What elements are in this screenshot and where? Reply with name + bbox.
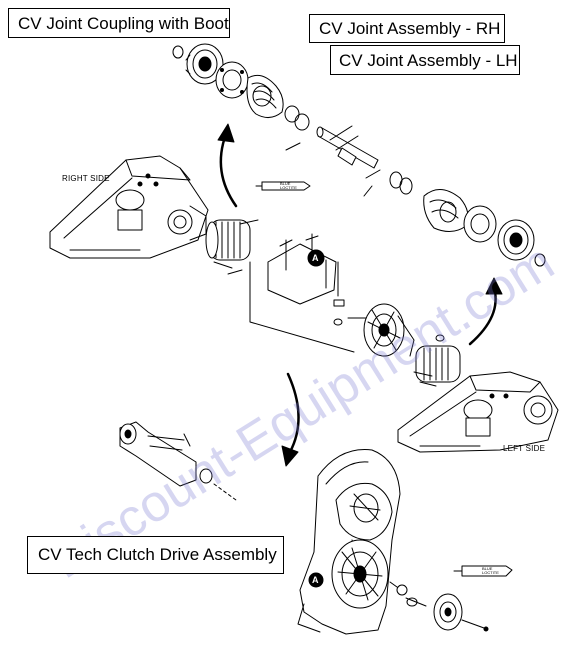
clutch-drive-assembly	[297, 449, 401, 635]
label-right-side: RIGHT SIDE	[62, 174, 110, 183]
arrow-to-upper-joint	[217, 123, 238, 208]
tube-label-upper-line2: LOCTITE	[280, 185, 297, 190]
pin-2	[363, 185, 373, 197]
tube-label-upper: BLUE LOCTITE	[280, 182, 297, 190]
cv-boot-lower	[423, 189, 469, 232]
clutch-hardware	[389, 581, 427, 607]
label-left-side: LEFT SIDE	[503, 444, 546, 453]
cv-coupling-outer	[185, 43, 224, 85]
marker-a-bracket-circle	[308, 250, 324, 266]
axle-shaft	[316, 125, 381, 179]
upper-cv-joint-group	[172, 43, 546, 267]
end-cap	[433, 593, 489, 632]
right-side-trailing-arm	[49, 155, 209, 259]
marker-a-clutch-circle	[308, 572, 324, 588]
tube-label-upper-line1: BLUE	[280, 181, 291, 186]
cv-coupling-outer-lower	[497, 219, 535, 261]
clamp-ring-4	[399, 177, 413, 195]
cv-boot	[246, 74, 284, 118]
tube-label-lower: BLUE LOCTITE	[482, 567, 499, 575]
threadlocker-tube-lower	[453, 565, 513, 577]
o-ring-small	[172, 45, 184, 59]
marker-a-clutch: A	[312, 575, 319, 585]
clamp-ring-2	[294, 113, 310, 131]
guide-line-left	[249, 261, 355, 353]
flange-plate	[215, 61, 249, 99]
retaining-pin	[285, 142, 301, 151]
callout-cv-joint-assembly-rh: CV Joint Assembly - RH	[309, 14, 505, 43]
spring-coupling-left	[413, 334, 461, 387]
arrow-to-lower-joint	[468, 277, 503, 346]
clamp-ring	[284, 105, 300, 123]
callout-cv-joint-assembly-lh: CV Joint Assembly - LH	[330, 45, 520, 75]
threadlocker-tube-upper	[255, 181, 311, 191]
tube-label-lower-line2: LOCTITE	[482, 570, 499, 575]
drive-pulley	[363, 303, 415, 357]
left-side-trailing-arm	[397, 371, 559, 453]
arrow-to-clutch	[281, 372, 300, 467]
center-mount-bracket	[267, 233, 345, 326]
marker-a-bracket: A	[312, 253, 319, 263]
o-ring-small-lower	[534, 253, 546, 267]
spring-coupling-right	[205, 219, 259, 275]
callout-cv-tech-clutch-drive-assembly: CV Tech Clutch Drive Assembly	[27, 536, 284, 574]
clutch-mount-bracket	[119, 421, 237, 501]
tube-label-lower-line1: BLUE	[482, 566, 493, 571]
callout-cv-joint-coupling-with-boot: CV Joint Coupling with Boot	[8, 8, 230, 38]
flange-plate-lower	[463, 205, 497, 243]
